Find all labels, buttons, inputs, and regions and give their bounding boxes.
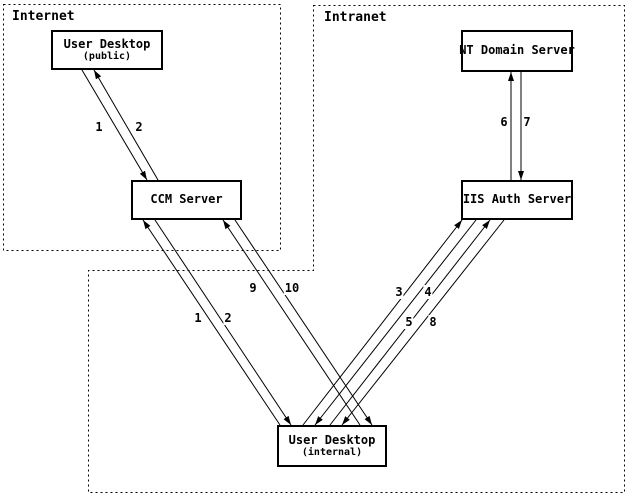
arrow-1-user-desktop-internal-to-ccm-server xyxy=(142,219,281,426)
arrow-9-user-desktop-internal-to-ccm-server xyxy=(222,219,361,426)
node-subtitle: (public) xyxy=(82,51,132,63)
node-nt-domain-server: NT Domain Server xyxy=(459,30,575,72)
arrow-label-8-iis-auth-server-to-user-desktop-internal: 8 xyxy=(428,315,438,329)
node-user-desktop-public: User Desktop (public) xyxy=(51,30,163,70)
arrow-label-6-iis-auth-server-to-nt-domain-server: 6 xyxy=(499,115,509,129)
arrow-10-ccm-server-to-user-desktop-internal xyxy=(234,219,373,426)
node-title: User Desktop xyxy=(63,36,151,51)
arrow-label-9-user-desktop-internal-to-ccm-server: 9 xyxy=(248,281,258,295)
node-ccm-server: CCM Server xyxy=(131,180,242,220)
node-iis-auth-server: IIS Auth Server xyxy=(461,180,573,220)
arrow-2-ccm-server-to-user-desktop-internal xyxy=(154,219,292,426)
arrow-label-2-ccm-server-to-user-desktop-public: 2 xyxy=(134,120,144,134)
node-subtitle: (internal) xyxy=(301,447,363,459)
intranet-region-border xyxy=(88,5,625,493)
arrow-4-iis-auth-server-to-user-desktop-internal xyxy=(314,219,477,426)
internet-region-label: Internet xyxy=(12,9,75,24)
arrow-8-iis-auth-server-to-user-desktop-internal xyxy=(341,219,505,426)
arrow-label-1-user-desktop-public-to-ccm-server: 1 xyxy=(94,120,104,134)
arrow-label-7-nt-domain-server-to-iis-auth-server: 7 xyxy=(522,115,532,129)
arrow-label-1-user-desktop-internal-to-ccm-server: 1 xyxy=(193,311,203,325)
arrow-label-5-user-desktop-internal-to-iis-auth-server: 5 xyxy=(404,315,414,329)
arrow-label-3-user-desktop-internal-to-iis-auth-server: 3 xyxy=(394,285,404,299)
arrow-label-4-iis-auth-server-to-user-desktop-internal: 4 xyxy=(423,285,433,299)
node-user-desktop-internal: User Desktop (internal) xyxy=(277,425,387,467)
node-title: NT Domain Server xyxy=(459,43,575,58)
node-title: User Desktop xyxy=(288,432,376,447)
node-title: CCM Server xyxy=(150,192,223,207)
arrow-label-10-ccm-server-to-user-desktop-internal: 10 xyxy=(283,281,301,295)
arrow-label-2-ccm-server-to-user-desktop-internal: 2 xyxy=(223,311,233,325)
arrow-3-user-desktop-internal-to-iis-auth-server xyxy=(302,219,463,426)
arrow-2-ccm-server-to-user-desktop-public xyxy=(93,69,159,181)
intranet-region-label: Intranet xyxy=(324,10,387,25)
internet-region-border xyxy=(3,4,281,251)
arrow-1-user-desktop-public-to-ccm-server xyxy=(81,69,148,181)
node-title: IIS Auth Server xyxy=(462,192,572,207)
